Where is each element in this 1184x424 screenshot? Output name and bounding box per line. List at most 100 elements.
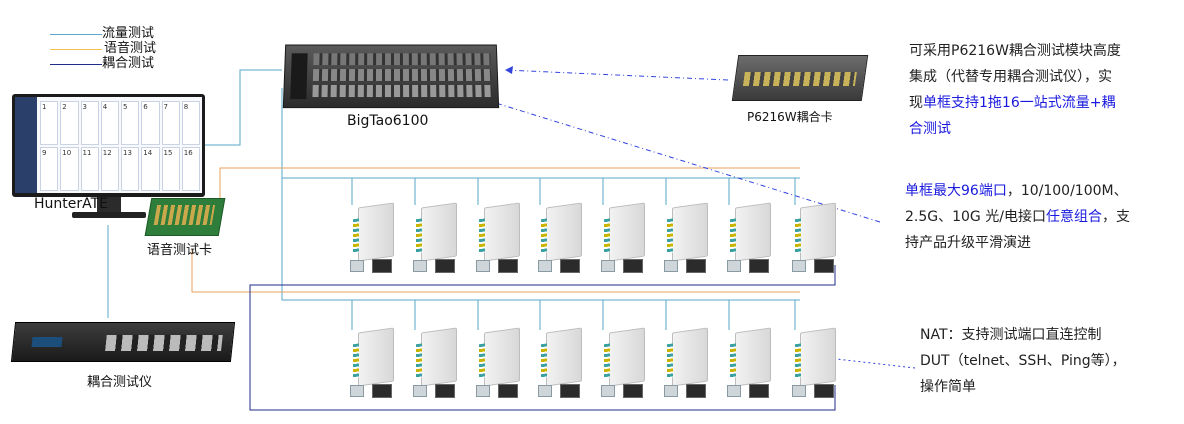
dut-ports bbox=[353, 218, 359, 254]
bigtao-label: BigTao6100 bbox=[347, 113, 429, 129]
pc-icon bbox=[623, 259, 643, 273]
monitor-cell-number: 3 bbox=[82, 103, 87, 111]
dut-device bbox=[730, 202, 771, 262]
p6216w-card bbox=[731, 55, 869, 101]
pc-icon bbox=[814, 384, 834, 398]
pc-icon bbox=[435, 259, 455, 273]
phone-icon bbox=[601, 260, 615, 272]
monitor-cell: 11 bbox=[80, 147, 99, 191]
dut-device bbox=[416, 327, 457, 387]
monitor-cell: 7 bbox=[161, 101, 180, 145]
monitor-base bbox=[72, 212, 146, 218]
dut-device bbox=[353, 202, 394, 262]
legend-line-coupling bbox=[50, 64, 102, 65]
pc-icon bbox=[560, 259, 580, 273]
monitor-sidebar bbox=[15, 97, 37, 193]
pc-icon bbox=[498, 259, 518, 273]
dut-ports bbox=[795, 343, 801, 379]
monitor-cell-number: 13 bbox=[123, 149, 132, 157]
dut-ports bbox=[667, 343, 673, 379]
coupling-tester bbox=[10, 322, 236, 362]
annotation-ports-line2-b: ，支 bbox=[1101, 209, 1130, 225]
monitor-cell-number: 16 bbox=[183, 149, 193, 157]
annotation-ports-line3: 持产品升级平滑演进 bbox=[905, 235, 1031, 251]
monitor-cell: 13 bbox=[121, 147, 140, 191]
monitor-cell-number: 9 bbox=[42, 149, 47, 157]
monitor-cell-number: 1 bbox=[42, 103, 47, 111]
dut-ports bbox=[730, 218, 736, 254]
dut-ports bbox=[795, 218, 801, 254]
monitor-cell-number: 15 bbox=[163, 149, 173, 157]
monitor-cell: 10 bbox=[60, 147, 79, 191]
pc-icon bbox=[372, 384, 392, 398]
dut-device bbox=[730, 327, 771, 387]
monitor-cell-number: 11 bbox=[82, 149, 92, 157]
monitor-cell-number: 10 bbox=[62, 149, 72, 157]
monitor-cell: 14 bbox=[141, 147, 160, 191]
monitor-cell: 1 bbox=[40, 101, 59, 145]
annotation-ports: 单框最大96端口，10/100/100M、 2.5G、10G 光/电接口任意组合… bbox=[905, 178, 1180, 256]
dut-device bbox=[353, 327, 394, 387]
p6216w-label: P6216W耦合卡 bbox=[747, 110, 833, 124]
pc-icon bbox=[498, 384, 518, 398]
annotation-p6216w-line2: 集成（代替专用耦合测试仪），实 bbox=[909, 69, 1112, 85]
monitor-cell: 3 bbox=[80, 101, 99, 145]
monitor-cell-number: 8 bbox=[183, 103, 189, 111]
dut-ports bbox=[353, 343, 359, 379]
monitor-cell: 16 bbox=[181, 147, 200, 191]
monitor-cell-number: 14 bbox=[143, 149, 153, 157]
bigtao-chassis bbox=[282, 44, 500, 109]
voice-test-card bbox=[144, 198, 226, 236]
monitor-cell-number: 4 bbox=[102, 103, 108, 111]
dut-ports bbox=[479, 343, 485, 379]
pc-icon bbox=[686, 259, 706, 273]
annotation-p6216w-line3-highlight: 单框支持1拖16一站式流量+耦 bbox=[923, 95, 1116, 111]
phone-icon bbox=[601, 385, 615, 397]
dut-device bbox=[604, 202, 645, 262]
phone-icon bbox=[476, 260, 490, 272]
monitor-stand bbox=[97, 197, 121, 215]
dut-ports bbox=[604, 218, 610, 254]
legend-label-voice: 语音测试 bbox=[104, 41, 157, 56]
voice-card-label: 语音测试卡 bbox=[147, 243, 213, 258]
dut-ports bbox=[416, 343, 422, 379]
monitor-cell: 9 bbox=[40, 147, 59, 191]
monitor-cell: 8 bbox=[181, 101, 200, 145]
monitor-cell-number: 5 bbox=[123, 103, 128, 111]
annotation-ports-line2-a: 2.5G、10G 光/电接口 bbox=[905, 209, 1046, 225]
annotation-nat-line2: DUT（telnet、SSH、Ping等）， bbox=[920, 353, 1126, 369]
phone-icon bbox=[350, 385, 364, 397]
dut-ports bbox=[541, 218, 547, 254]
legend-label-coupling: 耦合测试 bbox=[102, 56, 155, 71]
monitor-cell: 6 bbox=[141, 101, 160, 145]
dut-device bbox=[541, 202, 582, 262]
annotation-nat-line1: NAT：支持测试端口直连控制 bbox=[920, 327, 1102, 343]
phone-icon bbox=[792, 385, 806, 397]
pc-icon bbox=[623, 384, 643, 398]
dut-ports bbox=[604, 343, 610, 379]
coupler-label: 耦合测试仪 bbox=[87, 375, 153, 390]
annotation-nat-line3: 操作简单 bbox=[920, 379, 976, 395]
monitor-cell: 15 bbox=[161, 147, 180, 191]
monitor-cell: 2 bbox=[60, 101, 79, 145]
monitor-cell-number: 6 bbox=[143, 103, 148, 111]
phone-icon bbox=[727, 260, 741, 272]
phone-icon bbox=[350, 260, 364, 272]
legend-line-flow bbox=[50, 34, 102, 35]
pc-icon bbox=[560, 384, 580, 398]
legend-line-voice bbox=[50, 49, 102, 50]
annotation-p6216w-line3-prefix: 现 bbox=[909, 95, 923, 111]
monitor-cell: 4 bbox=[100, 101, 119, 145]
annotation-ports-line1-highlight: 单框最大96端口 bbox=[905, 183, 1007, 199]
dut-device bbox=[541, 327, 582, 387]
monitor-cell: 12 bbox=[100, 147, 119, 191]
phone-icon bbox=[538, 260, 552, 272]
dut-ports bbox=[479, 218, 485, 254]
pc-icon bbox=[372, 259, 392, 273]
annotation-ports-line1-rest: ，10/100/100M、 bbox=[1006, 183, 1128, 199]
phone-icon bbox=[538, 385, 552, 397]
phone-icon bbox=[664, 260, 678, 272]
